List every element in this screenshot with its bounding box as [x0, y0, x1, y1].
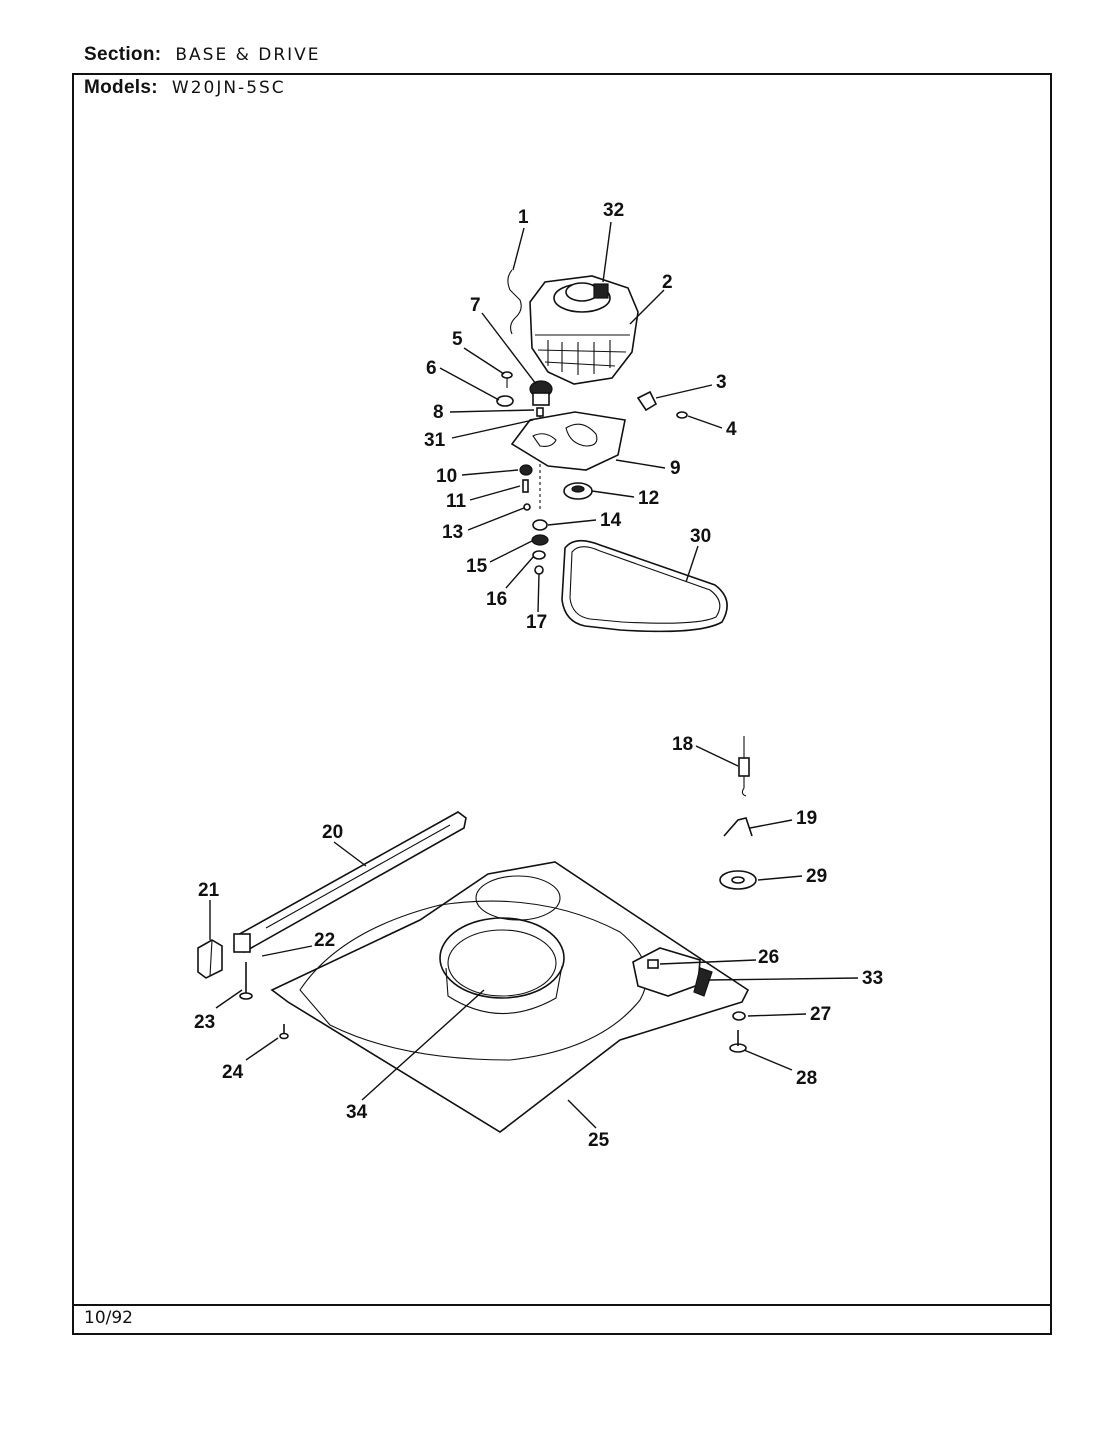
- callout-1: 1: [518, 207, 529, 228]
- part-14-washer: [532, 519, 548, 531]
- part-11-bolt: [522, 479, 529, 493]
- part-12-idler-pulley: [563, 482, 593, 500]
- callout-28: 28: [796, 1068, 817, 1089]
- callout-21: 21: [198, 880, 220, 901]
- callout-12: 12: [638, 488, 659, 509]
- callout-2: 2: [662, 272, 673, 293]
- callout-23: 23: [194, 1012, 215, 1033]
- part-18-spring: [738, 736, 750, 797]
- callout-labels: 1 32 2 3 4 5 6 7 8 31 9 10 11 12 13 14 1…: [194, 200, 883, 1151]
- part-10-nut: [519, 464, 533, 476]
- models-value: W20JN-5SC: [171, 78, 286, 98]
- part-3-bracket: [636, 390, 658, 412]
- part-19-clip: [723, 817, 753, 837]
- callout-17: 17: [526, 612, 547, 633]
- callout-15: 15: [466, 556, 488, 577]
- leader-lines: [209, 221, 859, 1129]
- callout-25: 25: [588, 1130, 610, 1151]
- diagram-frame: [72, 73, 1052, 1335]
- part-25-base-plate: [270, 861, 750, 1133]
- part-34-collar: [439, 917, 565, 1015]
- callout-9: 9: [670, 458, 681, 479]
- section-value: BASE & DRIVE: [175, 45, 321, 65]
- callout-4: 4: [726, 419, 737, 440]
- part-4-pin: [676, 411, 688, 419]
- callout-20: 20: [322, 822, 343, 843]
- callout-31: 31: [424, 430, 446, 451]
- part-24-screw: [279, 1024, 289, 1040]
- callout-5: 5: [452, 329, 463, 350]
- callout-13: 13: [442, 522, 463, 543]
- callout-24: 24: [222, 1062, 244, 1083]
- part-7-pulley: [529, 380, 553, 406]
- part-29-washer: [719, 870, 757, 890]
- callout-22: 22: [314, 930, 335, 951]
- callout-26: 26: [758, 947, 779, 968]
- callout-19: 19: [796, 808, 817, 829]
- part-17-nut: [534, 565, 544, 575]
- part-20-support-bar: [233, 811, 467, 954]
- callout-3: 3: [716, 372, 727, 393]
- callout-32: 32: [603, 200, 624, 221]
- callout-16: 16: [486, 589, 507, 610]
- part-32-terminal: [593, 283, 609, 299]
- callout-8: 8: [433, 402, 444, 423]
- part-28-bolt: [729, 1030, 747, 1053]
- models-heading: Models: W20JN-5SC: [84, 77, 286, 99]
- part-16-washer: [532, 550, 546, 560]
- callout-18: 18: [672, 734, 693, 755]
- part-23-bolt: [239, 962, 253, 1000]
- part-9-mount-plate: [510, 411, 626, 471]
- callout-11: 11: [446, 491, 467, 512]
- footer-divider: [72, 1304, 1052, 1306]
- callout-33: 33: [862, 968, 883, 989]
- part-8-fastener: [536, 407, 544, 417]
- callout-6: 6: [426, 358, 437, 379]
- callout-34: 34: [346, 1102, 368, 1123]
- section-heading: Section: BASE & DRIVE: [84, 44, 321, 66]
- part-13-pin: [523, 503, 531, 511]
- part-5-screw: [501, 371, 513, 388]
- part-21-bracket: [197, 939, 223, 979]
- footer-date: 10/92: [84, 1308, 133, 1328]
- callout-30: 30: [690, 526, 711, 547]
- section-label: Section:: [84, 44, 162, 65]
- part-30-drive-belt: [561, 539, 728, 633]
- callout-14: 14: [600, 510, 622, 531]
- part-2-motor: [529, 275, 639, 385]
- part-27-washer: [732, 1011, 746, 1021]
- callout-10: 10: [436, 466, 457, 487]
- models-label: Models:: [84, 77, 158, 98]
- callout-27: 27: [810, 1004, 831, 1025]
- callout-7: 7: [470, 295, 481, 316]
- callout-29: 29: [806, 866, 827, 887]
- part-1-clip: [507, 269, 522, 335]
- part-33-pad: [693, 967, 713, 997]
- part-6-washer: [496, 395, 514, 407]
- part-15-spacer: [531, 534, 549, 546]
